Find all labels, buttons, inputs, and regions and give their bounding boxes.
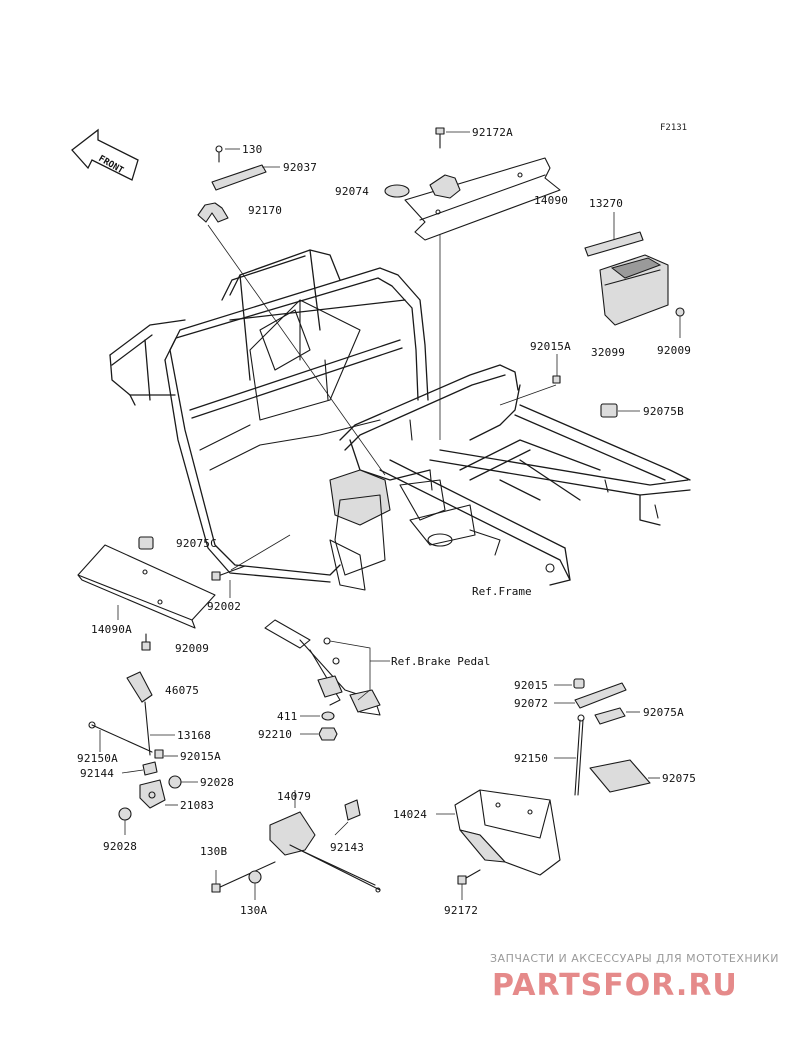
bolt-92172A: [435, 127, 445, 149]
front-arrow-icon: FRONT: [71, 128, 139, 181]
pad-92075B: [600, 403, 618, 418]
label-92143: 92143: [330, 841, 364, 854]
cover-14024: [454, 789, 561, 876]
strap-92072: [574, 682, 627, 709]
pad-92075A: [594, 707, 626, 725]
cap-92074: [384, 184, 410, 198]
clip-92144: [142, 761, 158, 776]
main-frame: [109, 249, 691, 591]
plate-14090: [404, 157, 561, 241]
watermark: ЗАПЧАСТИ И АКСЕССУАРЫ ДЛЯ МОТОТЕХНИКИ PA…: [490, 952, 779, 1003]
label-13270: 13270: [589, 197, 623, 210]
nut-92015: [573, 678, 585, 689]
lever-21083: [139, 779, 166, 809]
label-32099: 32099: [591, 346, 625, 359]
bolt-92002: [211, 565, 246, 581]
pad-92075: [589, 759, 651, 793]
label-92074: 92074: [335, 185, 369, 198]
label-92172: 92172: [444, 904, 478, 917]
label-92015A-top: 92015A: [530, 340, 571, 353]
bolt-92009-bottom: [141, 633, 151, 651]
washer-411: [321, 711, 335, 721]
label-411: 411: [277, 710, 297, 723]
nut-92015A: [552, 375, 561, 384]
rod-92150: [574, 714, 585, 796]
brake-pedal-assembly: [264, 619, 381, 716]
label-14079: 14079: [277, 790, 311, 803]
label-92075B: 92075B: [643, 405, 684, 418]
bushing-92143: [344, 799, 361, 821]
label-92009-bottom: 92009: [175, 642, 209, 655]
watermark-brand: PARTSFOR.RU: [492, 968, 738, 1003]
label-21083: 21083: [180, 799, 214, 812]
label-92150A: 92150A: [77, 752, 118, 765]
label-92144: 92144: [80, 767, 114, 780]
ref-frame-label: Ref.Frame: [472, 585, 532, 598]
label-14090: 14090: [534, 194, 568, 207]
label-92170: 92170: [248, 204, 282, 217]
label-14024: 14024: [393, 808, 427, 821]
label-92015: 92015: [514, 679, 548, 692]
watermark-subtitle: ЗАПЧАСТИ И АКСЕССУАРЫ ДЛЯ МОТОТЕХНИКИ: [490, 952, 779, 965]
nut-92015A-lower: [154, 749, 164, 759]
bolt-92172: [457, 869, 481, 885]
label-13168: 13168: [177, 729, 211, 742]
label-92015A-lower: 92015A: [180, 750, 221, 763]
label-130B: 130B: [200, 845, 227, 858]
bolt-130: [215, 145, 223, 163]
label-130A: 130A: [240, 904, 267, 917]
leader-92002: [230, 534, 291, 571]
label-92210: 92210: [258, 728, 292, 741]
pad-92075C: [138, 536, 154, 550]
toolbox-32099: [599, 254, 685, 326]
label-130: 130: [242, 143, 262, 156]
diagram-code: F2131: [660, 123, 687, 133]
label-92150: 92150: [514, 752, 548, 765]
label-92037: 92037: [283, 161, 317, 174]
bracket-92037: [211, 164, 267, 191]
bushing-92028-a: [168, 775, 182, 789]
label-92075: 92075: [662, 772, 696, 785]
label-92075A: 92075A: [643, 706, 684, 719]
leader-92015A: [499, 384, 557, 406]
leader-92170: [207, 224, 386, 476]
nut-92210: [318, 727, 338, 741]
clamp-92170: [197, 202, 229, 223]
bolt-130B: [211, 861, 276, 893]
label-14090A: 14090A: [91, 623, 132, 636]
bracket-14079: [269, 811, 381, 893]
label-92075C: 92075C: [176, 537, 217, 550]
label-46075: 46075: [165, 684, 199, 697]
lid-13270: [584, 231, 644, 257]
label-92009-top: 92009: [657, 344, 691, 357]
nut-130A: [248, 870, 262, 884]
plate-14090A: [77, 544, 216, 629]
bushing-92028-b: [118, 807, 132, 821]
label-92028-b: 92028: [103, 840, 137, 853]
label-92028-a: 92028: [200, 776, 234, 789]
label-92172A: 92172A: [472, 126, 513, 139]
knob-46075: [126, 671, 153, 756]
ref-brake-pedal-label: Ref.Brake Pedal: [391, 655, 490, 668]
label-92072: 92072: [514, 697, 548, 710]
rod-92150A: [88, 721, 153, 753]
label-92002: 92002: [207, 600, 241, 613]
